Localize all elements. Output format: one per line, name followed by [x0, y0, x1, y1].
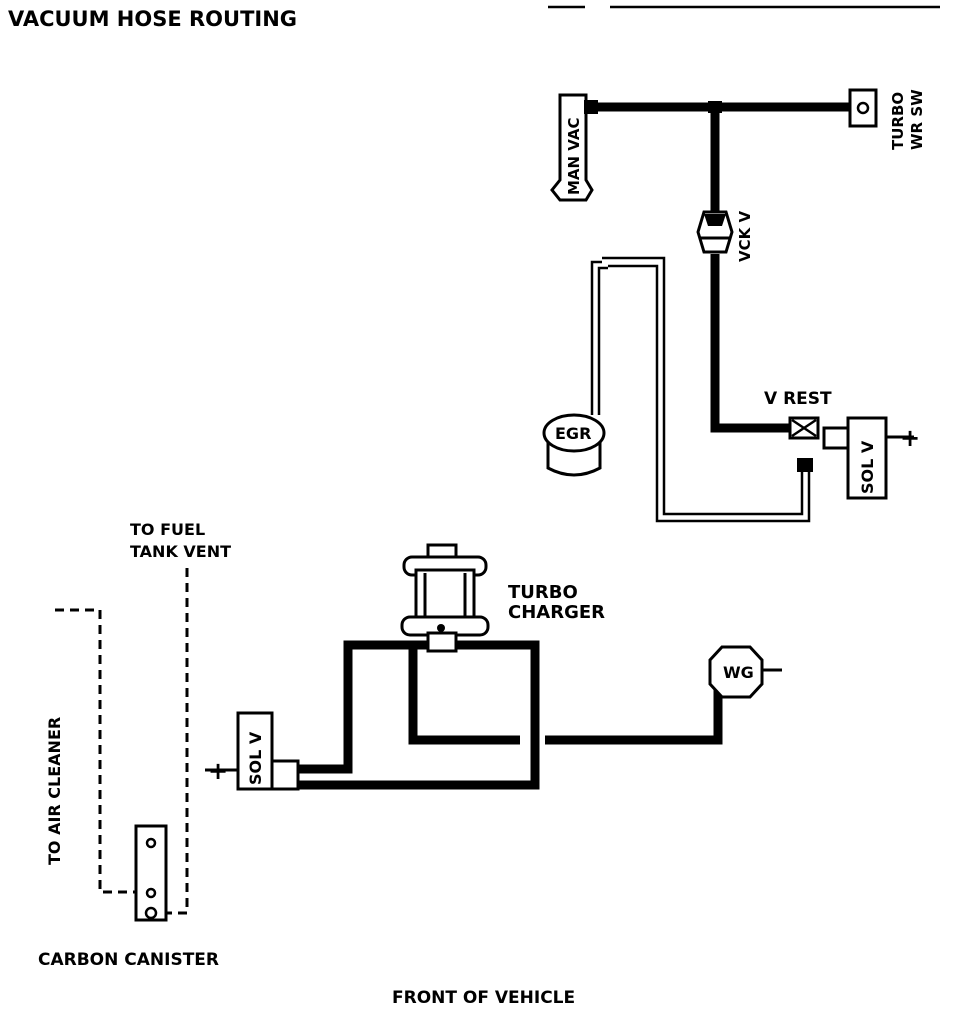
hose-solv-turbo: [296, 640, 428, 774]
turbo-charger-label-1: TURBO: [508, 582, 578, 603]
hose-egr-inner: [597, 266, 608, 415]
front-of-vehicle-label: FRONT OF VEHICLE: [392, 988, 575, 1008]
to-air-cleaner-label: TO AIR CLEANER: [45, 717, 64, 865]
wg-label: WG: [723, 663, 754, 682]
solenoid-valve-lower: SOL V +: [205, 711, 300, 791]
sol-v-upper-label: SOL V: [858, 440, 877, 494]
carbon-canister: [134, 824, 168, 922]
hose-turbo-inner: [408, 645, 520, 745]
hose-vckv-vrest: [710, 254, 790, 433]
turbo-charger: TURBO CHARGER: [400, 543, 605, 653]
vacuum-restrictor: V REST: [764, 389, 832, 440]
vck-v-label: VCK V: [736, 211, 754, 262]
wastegate-actuator: WG: [708, 645, 782, 699]
hose-egr-solv-outer: [602, 256, 804, 516]
plus-sign-lower: +: [208, 757, 228, 785]
sol-v-lower-label: SOL V: [246, 731, 265, 785]
hose-turbo-solv-return: [296, 640, 540, 790]
egr-valve: EGR: [542, 413, 606, 477]
man-vac-label: MAN VAC: [565, 117, 583, 195]
plus-sign-upper: +: [900, 424, 920, 452]
turbo-wr-switch: TURBO WR SW: [848, 88, 926, 150]
hose-egr-outer: [590, 260, 602, 415]
hose-air-cleaner: [55, 608, 140, 894]
turbo-charger-label-2: CHARGER: [508, 602, 605, 623]
to-fuel-tank-vent-label-2: TANK VENT: [130, 542, 231, 561]
hose-fitting: [797, 458, 813, 472]
tee-fitting: [708, 101, 722, 113]
vacuum-check-valve: VCK V: [696, 210, 754, 262]
egr-label: EGR: [555, 424, 591, 443]
hose-fitting: [584, 100, 598, 114]
hose-egr-solv-inner: [608, 264, 811, 523]
diagram-title: VACUUM HOSE ROUTING: [8, 7, 297, 31]
turbo-wr-sw-label-1: TURBO: [889, 92, 907, 150]
v-rest-label: V REST: [764, 389, 832, 409]
to-fuel-tank-vent-label-1: TO FUEL: [130, 520, 205, 539]
man-vac-port: MAN VAC: [550, 93, 594, 202]
carbon-canister-label: CARBON CANISTER: [38, 950, 219, 970]
solenoid-valve-upper: SOL V +: [822, 416, 920, 500]
turbo-wr-sw-label-2: WR SW: [908, 89, 926, 150]
hose-wastegate: [545, 690, 723, 745]
